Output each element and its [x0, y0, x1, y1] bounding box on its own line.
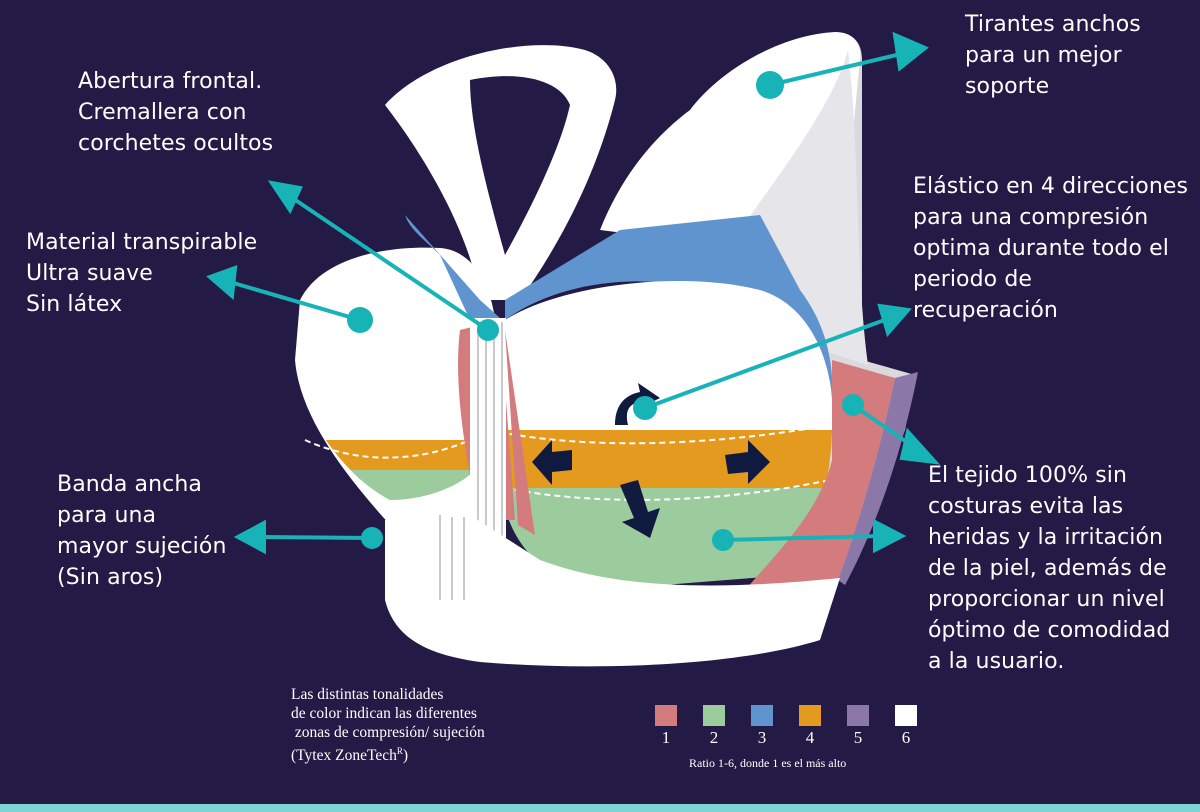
legend-swatch: [751, 705, 773, 726]
upper-blue-panel-right: [505, 215, 833, 430]
callout-straps: Tirantes anchos para un mejor soporte: [965, 12, 1141, 99]
under-band: [385, 515, 840, 667]
legend-item-1: 1: [655, 705, 677, 747]
note-brand: (Tytex ZoneTech: [291, 747, 397, 765]
callout-material: Material transpirable Ultra suave Sin lá…: [26, 230, 258, 317]
callout-band: Banda ancha para una mayor sujeción (Sin…: [57, 472, 227, 590]
left-strap: [385, 45, 617, 301]
legend-swatch: [799, 705, 821, 726]
zipper-panel: [470, 318, 506, 556]
callout-front-opening: Abertura frontal. Cremallera con corchet…: [78, 69, 274, 156]
legend-swatch: [655, 705, 677, 726]
legend-caption: Ratio 1-6, donde 1 es el más alto: [689, 756, 847, 770]
registered-mark: R: [396, 746, 403, 756]
callout-elastic: Elástico en 4 direcciones para una compr…: [913, 174, 1189, 323]
compression-zones-note: Las distintas tonalidades de color indic…: [291, 686, 485, 765]
legend-swatch: [703, 705, 725, 726]
arrow-left-icon: [532, 440, 572, 485]
bottom-accent-bar: [0, 804, 1200, 812]
arrow-down-icon: [620, 480, 660, 538]
callout-seamless: El tejido 100% sin costuras evita las he…: [928, 463, 1171, 674]
legend-item-5: 5: [847, 705, 869, 747]
compression-legend: 1 2 3 4 5 6: [655, 705, 925, 775]
side-panel-pink: [745, 360, 895, 590]
arrow-right-icon: [725, 440, 770, 484]
legend-swatch: [847, 705, 869, 726]
callout-leaders: [206, 31, 941, 555]
legend-item-2: 2: [703, 705, 725, 747]
legend-item-6: 6: [895, 705, 917, 747]
legend-item-4: 4: [799, 705, 821, 747]
legend-item-3: 3: [751, 705, 773, 747]
legend-swatch: [895, 705, 917, 726]
side-panel-purple: [838, 372, 918, 585]
upper-blue-panel-left: [405, 215, 500, 320]
